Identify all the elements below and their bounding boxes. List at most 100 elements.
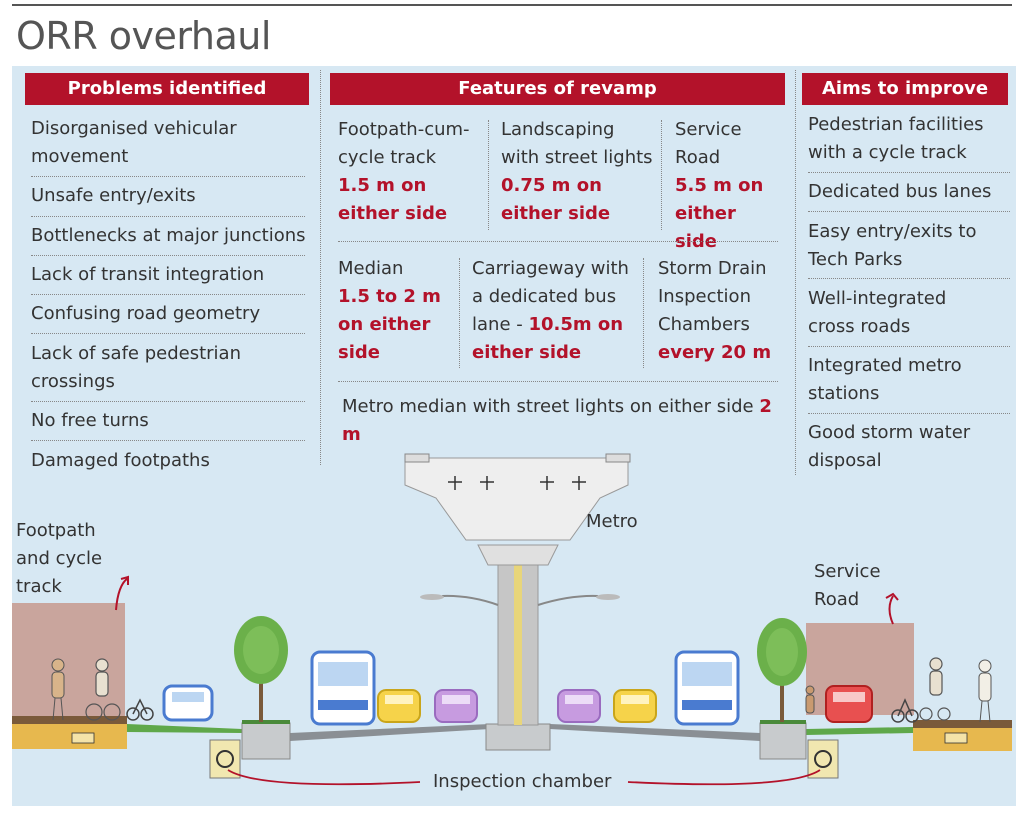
divider bbox=[488, 120, 489, 230]
divider bbox=[808, 172, 1010, 173]
feature-value: 5.5 m on either side bbox=[675, 175, 764, 252]
soil-left bbox=[12, 716, 127, 724]
feature-service-road: Service Road 5.5 m on either side bbox=[675, 116, 780, 256]
motorbike-right-icon bbox=[891, 698, 919, 723]
feature-storm-drain: Storm Drain Inspection Chambers every 20… bbox=[658, 255, 778, 367]
scooter-rider-icon bbox=[919, 657, 951, 721]
feature-value: 1.5 to 2 m on either side bbox=[338, 286, 441, 363]
column-divider bbox=[795, 70, 796, 475]
car-yellow-right-icon bbox=[613, 689, 657, 723]
divider bbox=[338, 241, 778, 242]
features-header: Features of revamp bbox=[330, 73, 785, 105]
feature-landscaping: Landscaping with street lights 0.75 m on… bbox=[501, 116, 656, 228]
car-yellow-left-icon bbox=[377, 689, 421, 723]
grass-strip-right bbox=[806, 727, 913, 735]
divider bbox=[643, 258, 644, 368]
feature-label: Metro median with street lights on eithe… bbox=[342, 396, 754, 417]
metro-viaduct bbox=[404, 457, 629, 541]
feature-label: Service Road bbox=[675, 119, 742, 168]
motorbike-left-icon bbox=[126, 698, 154, 721]
divider bbox=[338, 381, 778, 382]
inspection-chamber-left bbox=[209, 739, 241, 779]
inspection-chamber-right bbox=[807, 739, 839, 779]
ground-left bbox=[12, 723, 127, 749]
divider bbox=[31, 216, 305, 217]
callout-inspection-right bbox=[627, 769, 821, 786]
grass-strip-left bbox=[127, 724, 242, 733]
aim-item: Easy entry/exits to Tech Parks bbox=[808, 221, 977, 270]
feature-label: Carriageway with a dedicated bus lane - bbox=[472, 258, 629, 335]
arrow-service-road bbox=[888, 595, 894, 625]
tree-right bbox=[757, 618, 807, 722]
feature-value: 0.75 m on either side bbox=[501, 175, 611, 224]
aims-header: Aims to improve bbox=[802, 73, 1008, 105]
feature-metro-median: Metro median with street lights on eithe… bbox=[342, 393, 782, 449]
divider bbox=[661, 120, 662, 230]
divider bbox=[808, 346, 1010, 347]
problem-item: Disorganised vehicular movement bbox=[31, 118, 237, 167]
problem-item: Confusing road geometry bbox=[31, 303, 261, 324]
aim-item: Well-integrated cross roads bbox=[808, 288, 947, 337]
service-road-label: Service Road bbox=[814, 561, 881, 610]
arrow-footpath bbox=[115, 577, 129, 611]
divider bbox=[31, 294, 305, 295]
callout-inspection-left bbox=[227, 769, 421, 786]
tree-left bbox=[234, 616, 288, 722]
divider bbox=[31, 440, 305, 441]
divider bbox=[808, 211, 1010, 212]
column-divider bbox=[320, 70, 321, 465]
pedestrian-right-icon bbox=[978, 659, 992, 723]
top-rule bbox=[12, 4, 1012, 6]
problems-header: Problems identified bbox=[25, 73, 309, 105]
feature-footpath: Footpath-cum-cycle track 1.5 m on either… bbox=[338, 116, 483, 228]
feature-value: every 20 m bbox=[658, 342, 772, 363]
divider bbox=[31, 255, 305, 256]
pedestrian-small-icon bbox=[805, 685, 815, 714]
feature-value: 1.5 m on either side bbox=[338, 175, 448, 224]
divider bbox=[808, 278, 1010, 279]
bus-right-icon bbox=[674, 650, 740, 726]
feature-label: Footpath-cum-cycle track bbox=[338, 119, 470, 168]
carriageway-left bbox=[290, 724, 490, 741]
problem-item: Unsafe entry/exits bbox=[31, 185, 196, 206]
pier-footing bbox=[485, 723, 551, 751]
divider bbox=[808, 413, 1010, 414]
car-purple-right-icon bbox=[557, 689, 601, 723]
bus-left-icon bbox=[310, 650, 376, 726]
divider bbox=[31, 176, 305, 177]
car-blue-icon bbox=[162, 684, 214, 722]
planter-left bbox=[241, 722, 291, 760]
planter-right bbox=[759, 722, 807, 760]
aim-item: Dedicated bus lanes bbox=[808, 181, 992, 202]
pedestrian-left-icon bbox=[51, 658, 65, 721]
aim-item: Good storm water disposal bbox=[808, 422, 971, 471]
duct-right bbox=[944, 732, 968, 744]
footpath-block-left bbox=[12, 603, 125, 735]
feature-label: Landscaping with street lights bbox=[501, 119, 653, 168]
problem-item: Lack of safe pedestrian crossings bbox=[31, 343, 241, 392]
divider bbox=[31, 401, 305, 402]
aim-item: Integrated metro stations bbox=[808, 355, 962, 404]
footpath-label: Footpath and cycle track bbox=[16, 520, 103, 597]
duct-left bbox=[71, 732, 95, 744]
problem-item: Bottlenecks at major junctions bbox=[31, 225, 306, 246]
page-title: ORR overhaul bbox=[16, 14, 271, 58]
divider bbox=[459, 258, 460, 368]
divider bbox=[31, 333, 305, 334]
feature-value: 2 m bbox=[342, 396, 772, 445]
feature-value: 10.5m on either side bbox=[472, 314, 624, 363]
problem-item: Damaged footpaths bbox=[31, 450, 210, 471]
aim-item: Pedestrian facilities with a cycle track bbox=[808, 114, 984, 163]
inspection-chamber-label: Inspection chamber bbox=[433, 771, 612, 792]
soil-right bbox=[913, 720, 1012, 728]
feature-median: Median 1.5 to 2 m on either side bbox=[338, 255, 453, 367]
carriageway-right bbox=[550, 724, 760, 741]
car-purple-left-icon bbox=[434, 689, 478, 723]
feature-label: Storm Drain Inspection Chambers bbox=[658, 258, 767, 335]
feature-carriageway: Carriageway with a dedicated bus lane - … bbox=[472, 255, 632, 367]
problem-item: Lack of transit integration bbox=[31, 264, 265, 285]
feature-label: Median bbox=[338, 258, 404, 279]
cyclist-icon bbox=[85, 658, 121, 721]
metro-rails bbox=[448, 476, 586, 490]
